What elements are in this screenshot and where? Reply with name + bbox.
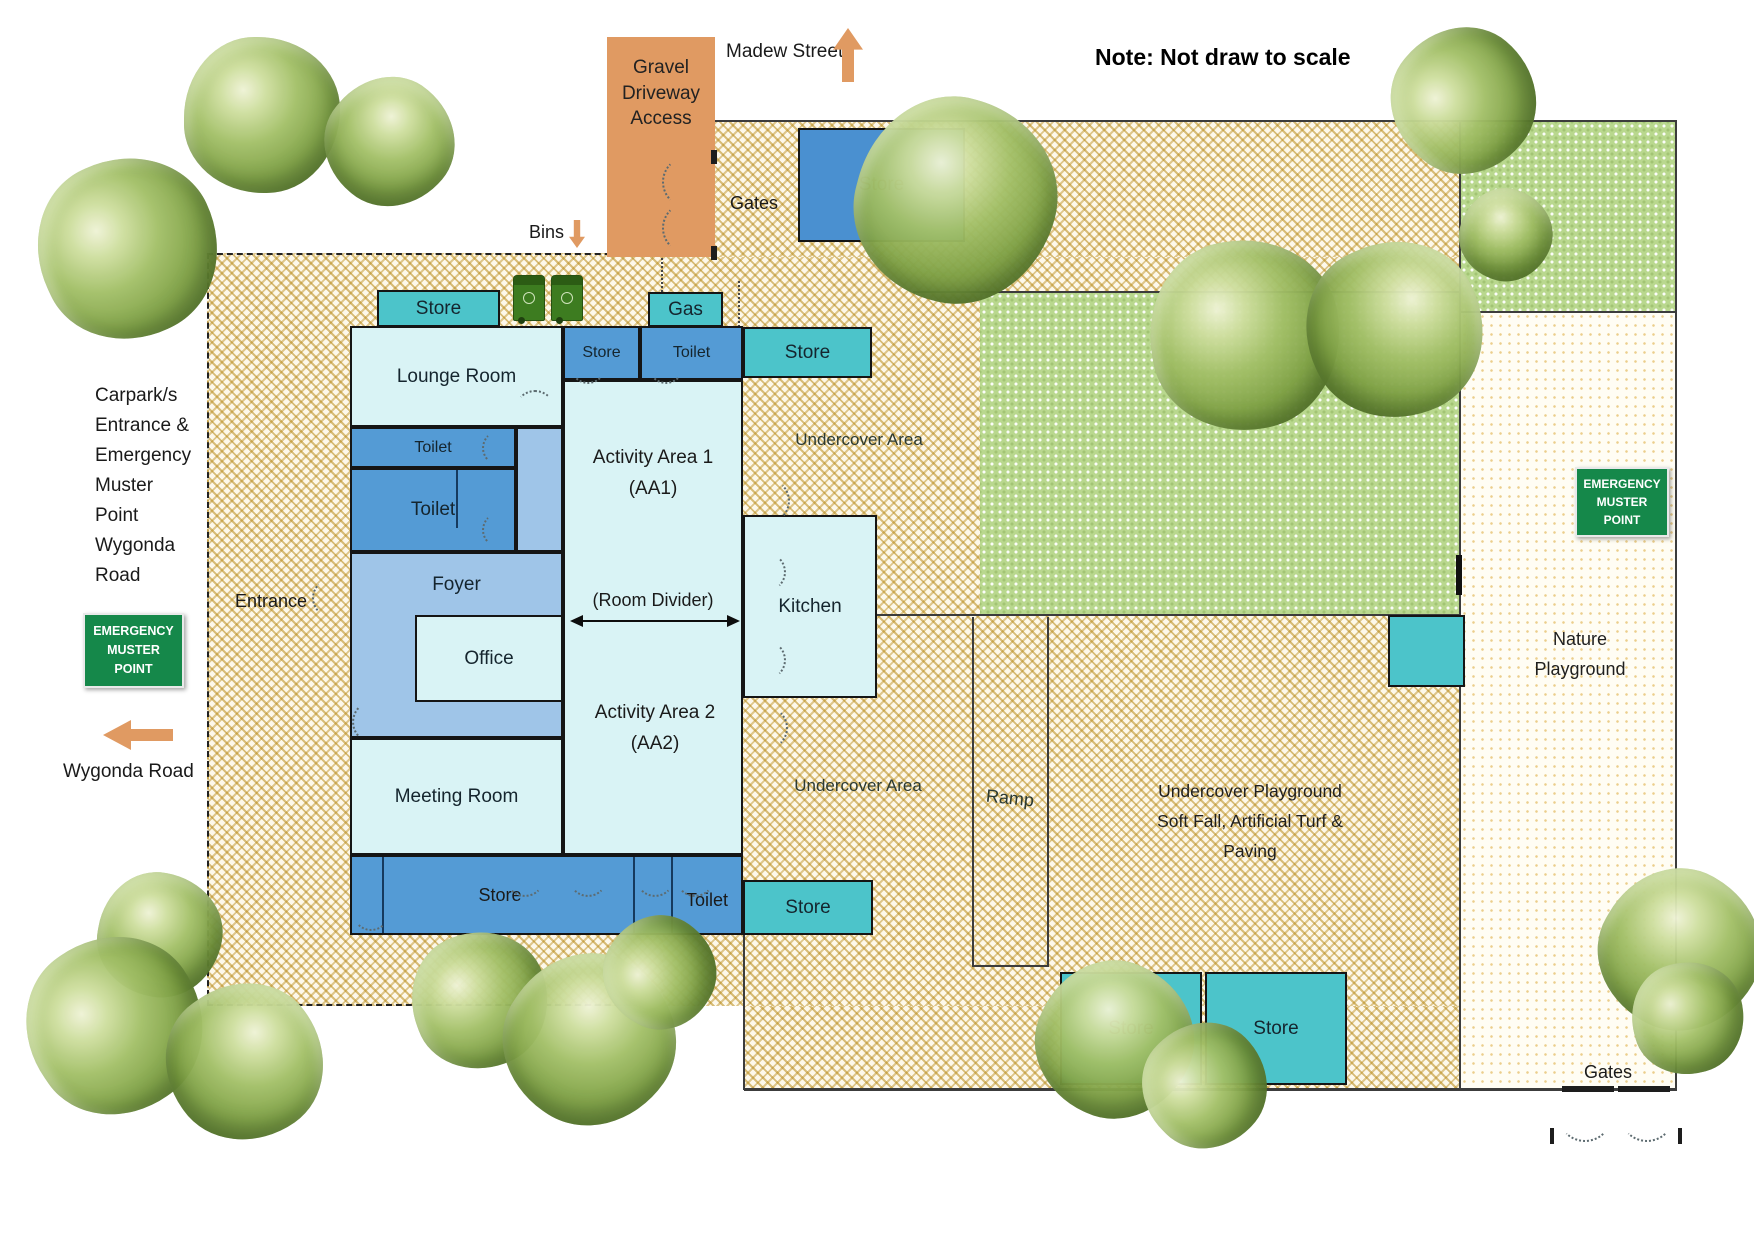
door-swing-icon [744, 706, 788, 750]
driveway-label-line3: Access [630, 108, 692, 130]
store-nature-playground [1388, 615, 1465, 687]
lounge-room: Lounge Room [350, 326, 563, 427]
bins-label: Bins [529, 222, 565, 242]
store-label: Store [784, 341, 831, 363]
door-swing-icon [746, 640, 786, 680]
door-swing-icon [570, 348, 606, 384]
ramp-right-line [1047, 617, 1049, 967]
store-top-left: Store [377, 290, 500, 327]
tree [184, 37, 340, 193]
door-swing-icon [675, 857, 715, 897]
activity-area2-label: Activity Area 2 [594, 702, 716, 723]
undercover-area-1-label: Undercover Area [795, 430, 923, 449]
ramp-left-line [972, 617, 974, 967]
gate-swing-icon [662, 202, 714, 254]
store-label: Store [785, 896, 831, 918]
bottom-strip-divider-1 [382, 857, 384, 933]
lounge-room-label: Lounge Room [396, 365, 517, 387]
undercover-area-2-label: Undercover Area [794, 776, 922, 795]
door-swing-icon [352, 893, 390, 931]
bottom-strip-divider-3 [671, 857, 673, 933]
wygonda-road-label: Wygonda Road [63, 761, 194, 782]
toilet-label: Toilet [672, 344, 711, 362]
wheelie-bin-icon [513, 275, 545, 324]
office: Office [415, 615, 563, 702]
ramp-bottom-line [972, 965, 1049, 967]
door-swing-icon [352, 700, 396, 744]
gas-box: Gas [648, 292, 723, 327]
door-swing-icon [514, 390, 556, 432]
activity-area1-code: (AA1) [628, 478, 678, 499]
entrance-label: Entrance [235, 591, 308, 611]
fence-east [1675, 120, 1677, 1090]
door-swing-icon [482, 512, 518, 548]
door-swing-icon [744, 478, 790, 524]
toilet-label: Toilet [414, 438, 452, 456]
store-label: Store [415, 297, 462, 319]
gate-leaf [1562, 1086, 1614, 1092]
door-swing-icon [648, 348, 684, 384]
door-swing-icon [312, 578, 352, 618]
scale-note: Note: Not draw to scale [1095, 44, 1351, 70]
carpark-note: Carpark/s Entrance & Emergency Muster Po… [95, 385, 192, 586]
store-label: Store [1253, 1017, 1299, 1039]
gate-jamb [711, 246, 717, 260]
activity-hall [563, 380, 743, 855]
toilet-2: Toilet [350, 468, 516, 552]
toilet-2-partition [456, 470, 458, 528]
room-divider-arrow-icon [570, 615, 740, 627]
corridor [516, 427, 563, 552]
gate-jamb [1678, 1128, 1682, 1144]
door-swing-icon [635, 857, 675, 897]
yard-west-lower-line [743, 935, 745, 1090]
gates-top-label: Gates [730, 193, 779, 213]
fence-nature-playground-north [1460, 311, 1677, 313]
gate-swing-icon [1558, 1090, 1612, 1142]
wheelie-bin-icon [551, 275, 583, 324]
gate-jamb [711, 150, 717, 164]
fence-nature-playground-west [1459, 120, 1461, 1090]
boundary-dotted-segment-2 [738, 281, 740, 327]
gas-label: Gas [668, 298, 703, 320]
meeting-room-label: Meeting Room [394, 785, 519, 807]
madew-street-label: Madew Street [726, 41, 844, 62]
activity-area1-label: Activity Area 1 [592, 447, 714, 468]
office-label: Office [464, 647, 514, 669]
wygonda-road-arrow-icon [103, 720, 173, 750]
activity-area2-code: (AA2) [630, 733, 680, 754]
gate-leaf [1618, 1086, 1670, 1092]
meeting-room: Meeting Room [350, 738, 563, 855]
door-swing-icon [482, 430, 518, 466]
door-swing-icon [505, 857, 545, 897]
boundary-dotted-segment-1 [661, 255, 663, 295]
nature-playground-gate-bar [1456, 555, 1462, 595]
grass-bottom-line [877, 614, 1460, 616]
door-swing-icon [568, 857, 608, 897]
store-south-of-building: Store [743, 880, 873, 935]
driveway-label-line2: Driveway [621, 82, 701, 104]
toilet-label: Toilet [410, 499, 456, 521]
bins-arrow-icon [569, 220, 585, 248]
gate-jamb [1550, 1128, 1554, 1144]
nature-playground-label: Nature Playground [1534, 629, 1626, 679]
gate-swing-icon [662, 156, 714, 208]
door-swing-icon [746, 552, 786, 592]
foyer-label: Foyer [432, 574, 481, 595]
gates-bottom-label: Gates [1583, 1062, 1633, 1082]
fence-north [715, 120, 1677, 122]
undercover-playground-label: Undercover Playground Soft Fall, Artific… [1157, 781, 1343, 861]
room-divider-label: (Room Divider) [592, 590, 714, 610]
kitchen-label: Kitchen [778, 595, 842, 617]
gate-swing-icon [1620, 1090, 1674, 1142]
store-east-of-toilet: Store [743, 327, 872, 378]
driveway-label-line1: Gravel [633, 57, 689, 78]
bottom-strip-divider-2 [633, 857, 635, 933]
